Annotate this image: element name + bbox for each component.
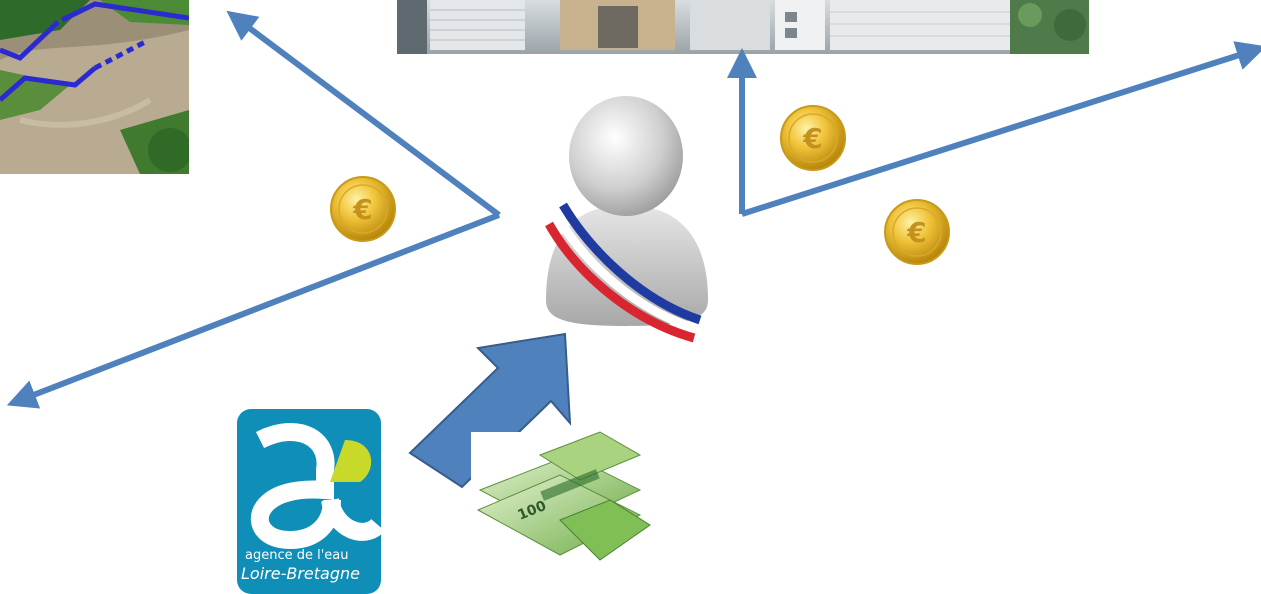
- euro-coin-icon: €: [884, 199, 950, 265]
- svg-text:€: €: [802, 122, 822, 155]
- agency-logo-line1: agence de l'eau: [245, 548, 349, 563]
- arrow-to-garden: [226, 10, 501, 218]
- euro-coin-icon: €: [330, 176, 396, 242]
- arrow-to-top-right: [741, 41, 1261, 217]
- tricolor-sash: [559, 202, 702, 325]
- house-photo: [397, 0, 1089, 54]
- euro-coin-icon: €: [780, 105, 846, 171]
- garden-photo: [0, 0, 189, 174]
- arrow-to-bottom-left: [6, 212, 501, 409]
- svg-text:€: €: [352, 193, 372, 226]
- mayor-avatar-icon: [545, 96, 708, 343]
- svg-text:€: €: [906, 216, 926, 249]
- agency-logo-line2: Loire-Bretagne: [241, 564, 360, 583]
- agency-logo: [237, 409, 385, 594]
- euro-banknotes-photo: 100: [471, 431, 654, 567]
